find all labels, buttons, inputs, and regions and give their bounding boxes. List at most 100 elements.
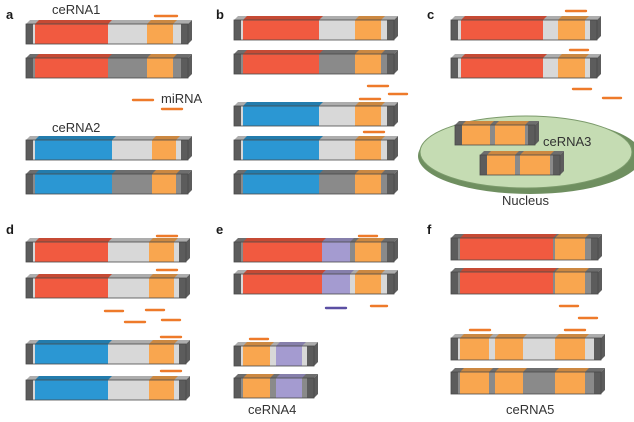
e3-orange-site-top (243, 342, 274, 346)
panel-label-f: f (427, 222, 432, 237)
d-bar-1-outline (25, 241, 187, 263)
d3-orange-site (149, 344, 174, 364)
e-cerna4-bar-2-outline (233, 377, 315, 399)
d4-orange-site-top (149, 376, 178, 380)
a-cerna1-bar-1-side (188, 20, 192, 44)
b2-orange-site-top (355, 50, 385, 54)
e1-orange-site (355, 242, 381, 262)
e-cerna4-bar-2-left-cap (234, 378, 241, 398)
f4-orange-site-2 (495, 372, 523, 394)
f2-orange-site-top (555, 268, 589, 272)
f-bar-1-right-cap (591, 238, 598, 260)
c4-orange-site-2 (520, 155, 550, 175)
a4-blue-region (35, 174, 112, 194)
mirna-label: miRNA (161, 91, 202, 106)
f-cerna5-bar-1-outline (450, 337, 602, 361)
f3-orange-site-3 (555, 338, 585, 360)
f-bar-1-left-cap (451, 238, 458, 260)
d-bar-1 (25, 238, 190, 263)
f4-orange-site-2-top (495, 368, 527, 372)
b-bar-4-side (394, 136, 398, 160)
e2-purple-site (322, 274, 350, 294)
c-bar-1-side (597, 16, 601, 40)
b-bar-3-right-cap (387, 106, 394, 126)
a2-red-region (35, 58, 108, 78)
f2-orange-site (555, 272, 585, 294)
c2-orange-site-top (558, 54, 589, 58)
a1-red-region-top (35, 20, 112, 24)
a-cerna2-bar-2 (25, 170, 192, 195)
c-bar-2-outline (450, 57, 598, 79)
a2-orange-site-top (147, 54, 177, 58)
c-bar-2-right-cap (590, 58, 597, 78)
d-bar-2-side (186, 274, 190, 298)
e-cerna4-bar-1 (233, 342, 318, 367)
d4-orange-site (149, 380, 174, 400)
e3-purple-site (276, 346, 302, 366)
f-cerna5-bar-1-right-cap (594, 338, 601, 360)
d-bar-4-outline (25, 379, 187, 401)
a-cerna2-bar-1-outline (25, 139, 189, 161)
d-bar-2-right-cap (179, 278, 186, 298)
b-bar-3-outline (233, 105, 395, 127)
a-cerna1-bar-1 (25, 20, 192, 45)
e-bar-1-outline (233, 241, 395, 263)
e-cerna4-bar-1-side (314, 342, 318, 366)
e2-purple-site-top (322, 270, 354, 274)
a-cerna1-bar-2-right-cap (181, 58, 188, 78)
d-bar-3 (25, 340, 190, 365)
b4-blue-region (243, 140, 319, 160)
e-bar-2-side (394, 270, 398, 294)
a-cerna1-bar-1-right-cap (181, 24, 188, 44)
b2-red-region-top (243, 50, 323, 54)
a-cerna1-bar-1-left-cap (26, 24, 33, 44)
e-bar-1-right-cap (387, 242, 394, 262)
d3-blue-region (35, 344, 108, 364)
a-cerna2-bar-2-outline (25, 173, 189, 195)
f4-orange-site-1-top (460, 368, 493, 372)
a1-orange-site-top (147, 20, 177, 24)
f3-orange-site-1 (460, 338, 489, 360)
panel-label-c: c (427, 7, 434, 22)
b4-orange-site-top (355, 136, 385, 140)
b1-orange-site-top (355, 16, 385, 20)
a-cerna1-bar-2-left-cap (26, 58, 33, 78)
b4-blue-region-top (243, 136, 323, 140)
c-cerna3-bar-2-left-cap (480, 155, 487, 175)
c-bar-2 (450, 54, 601, 79)
e2-red-region (243, 274, 322, 294)
c-bar-1-right-cap (590, 20, 597, 40)
e4-purple-site (276, 378, 302, 398)
b-bar-2-right-cap (387, 54, 394, 74)
b-bar-1 (233, 16, 398, 41)
e4-orange-site (243, 378, 270, 398)
d4-blue-region-top (35, 376, 112, 380)
a-cerna2-bar-2-left-cap (26, 174, 33, 194)
panel-label-e: e (216, 222, 223, 237)
a4-orange-site (152, 174, 176, 194)
b3-blue-region (243, 106, 319, 126)
f-cerna5-bar-2 (450, 368, 605, 395)
a2-orange-site (147, 58, 173, 78)
e2-orange-site (355, 274, 381, 294)
b-bar-5-outline (233, 173, 395, 195)
d-bar-1-side (186, 238, 190, 262)
b-bar-1-outline (233, 19, 395, 41)
f-cerna5-bar-2-outline (450, 371, 602, 395)
d1-red-region (35, 242, 108, 262)
panel-label-a: a (6, 7, 14, 22)
a-cerna1-bar-2-outline (25, 57, 189, 79)
b2-orange-site (355, 54, 381, 74)
b-bar-5-right-cap (387, 174, 394, 194)
c-bar-2-side (597, 54, 601, 78)
d-bar-1-right-cap (179, 242, 186, 262)
e-cerna4-bar-1-right-cap (307, 346, 314, 366)
cerna5-label: ceRNA5 (506, 402, 554, 417)
b-bar-4 (233, 136, 398, 161)
c1-orange-site (558, 20, 585, 40)
e1-purple-site (322, 242, 350, 262)
f-bar-2-left-cap (451, 272, 458, 294)
c3-orange-site-2 (495, 125, 525, 145)
e2-orange-site-top (355, 270, 385, 274)
f-bar-1 (450, 234, 602, 261)
